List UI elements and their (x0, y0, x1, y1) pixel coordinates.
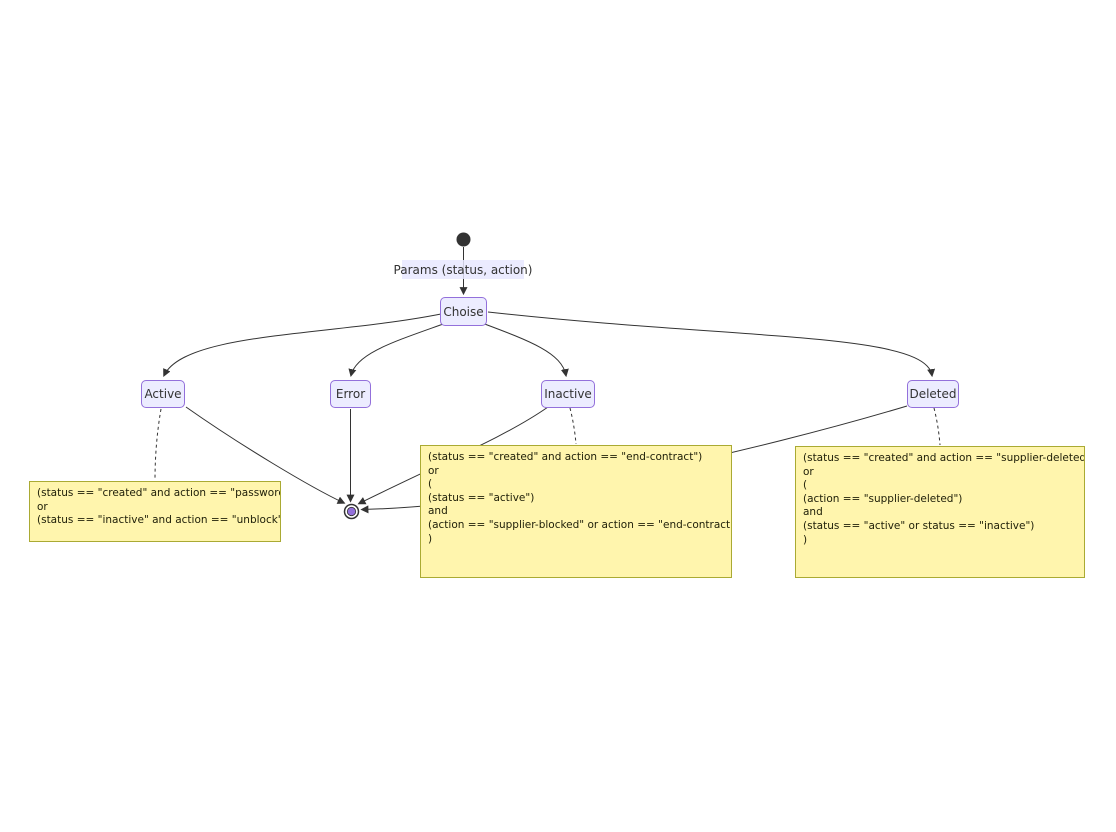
start-state-dot (456, 232, 471, 247)
edge-active-end (185, 406, 346, 504)
edge-choise-error (348, 322, 447, 378)
note-active-conditions: (status == "created" and action == "pass… (29, 481, 281, 542)
edge-choise-inactive (481, 322, 569, 378)
state-node-error: Error (330, 380, 371, 408)
end-state-inner-dot (346, 506, 357, 517)
connector-deleted-note (933, 407, 941, 446)
state-node-active: Active (141, 380, 185, 408)
edge-choise-active (163, 313, 442, 377)
state-node-inactive: Inactive (541, 380, 595, 408)
connector-active-note (154, 408, 162, 481)
note-deleted-conditions: (status == "created" and action == "supp… (795, 446, 1085, 578)
note-inactive-conditions: (status == "created" and action == "end-… (420, 445, 732, 578)
edge-choise-deleted (487, 311, 936, 378)
edge-label-params: Params (status, action) (394, 260, 532, 279)
state-node-choise: Choise (440, 297, 487, 326)
state-node-deleted: Deleted (907, 380, 959, 408)
connector-inactive-note (569, 407, 577, 445)
